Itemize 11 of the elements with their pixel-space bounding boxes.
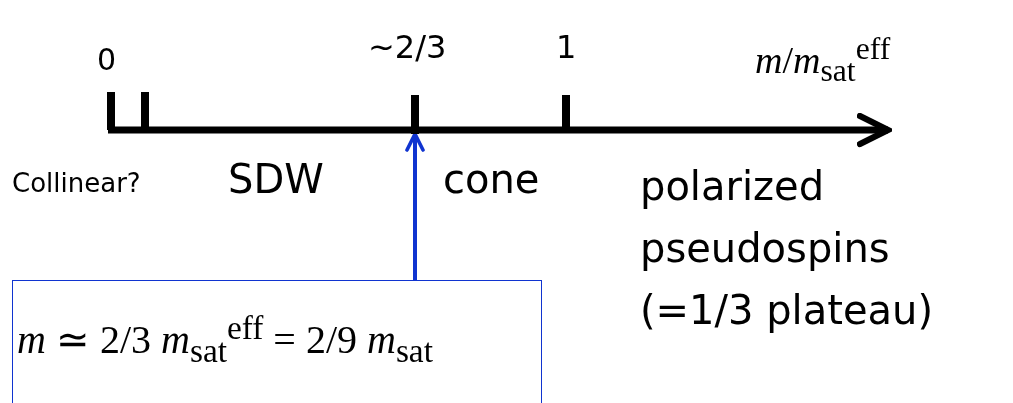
tick-label: 0 <box>97 42 117 78</box>
formula-box <box>12 280 542 403</box>
tick-mark <box>411 95 419 134</box>
phase-label: SDW <box>228 155 324 203</box>
phase-label: cone <box>443 155 540 203</box>
formula: m ≃ 2/3 m$_{sat}$$^{eff}$ = 2/9 m$_{sat}$ <box>16 309 433 371</box>
arrow <box>405 132 425 280</box>
tick-label: ~2/3 <box>368 28 447 67</box>
tick-label: 1 <box>556 28 577 67</box>
phase-label: polarized pseudospins (=1/3 plateau) <box>640 162 934 335</box>
phase-label: Collinear? <box>12 168 141 200</box>
